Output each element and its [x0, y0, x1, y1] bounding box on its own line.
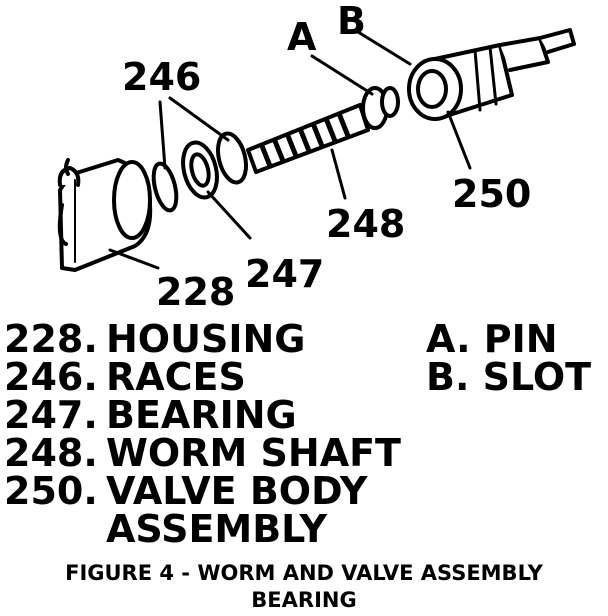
legend-item-247: 247.BEARING — [4, 396, 297, 434]
legend-item-b: B. SLOT — [426, 358, 591, 396]
legend-number: 246. — [4, 355, 98, 399]
legend-item-a: A. PIN — [426, 320, 558, 358]
figure-caption-line1: FIGURE 4 - WORM AND VALVE ASSEMBLY — [65, 561, 543, 585]
callout-247: 247 — [245, 252, 325, 296]
housing-part — [57, 158, 153, 272]
legend-letter: A. — [426, 317, 471, 361]
legend-number: 250. — [4, 469, 98, 513]
leader-250 — [446, 110, 472, 170]
callout-228: 228 — [156, 270, 236, 314]
legend-label: HOUSING — [106, 317, 306, 361]
leader-247 — [206, 190, 252, 240]
valve-body-part — [407, 28, 576, 121]
legend-item-246: 246.RACES — [4, 358, 246, 396]
legend-label: WORM SHAFT — [106, 431, 401, 475]
legend-item-228: 228.HOUSING — [4, 320, 305, 358]
exploded-diagram — [57, 28, 576, 272]
figure-caption-line2: BEARING — [251, 588, 357, 612]
leader-b — [356, 30, 412, 66]
race-right — [216, 131, 248, 185]
callout-250: 250 — [452, 172, 532, 216]
legend-label: SLOT — [482, 355, 592, 399]
leader-246-left — [158, 100, 167, 170]
leader-a — [310, 54, 374, 96]
legend-item-250-continued: ASSEMBLY — [4, 510, 327, 548]
bearing-part — [181, 140, 219, 200]
worm-shaft-part — [246, 86, 400, 174]
legend-label: VALVE BODY — [106, 469, 368, 513]
legend-letter: B. — [426, 355, 470, 399]
legend-label: PIN — [483, 317, 558, 361]
leader-228 — [108, 248, 160, 270]
legend-item-248: 248.WORM SHAFT — [4, 434, 401, 472]
leader-248 — [330, 148, 347, 200]
callout-b: B — [337, 0, 366, 43]
legend-label: ASSEMBLY — [106, 507, 327, 551]
leader-246-right — [168, 96, 230, 142]
legend-number: 248. — [4, 431, 98, 475]
legend-number: 247. — [4, 393, 98, 437]
callout-a: A — [287, 15, 317, 59]
callout-246: 246 — [122, 55, 202, 99]
legend-label: RACES — [106, 355, 246, 399]
callout-248: 248 — [326, 202, 406, 246]
legend-number: 228. — [4, 317, 98, 361]
legend-label: BEARING — [106, 393, 297, 437]
race-left — [151, 161, 179, 213]
legend-item-250: 250.VALVE BODY — [4, 472, 367, 510]
